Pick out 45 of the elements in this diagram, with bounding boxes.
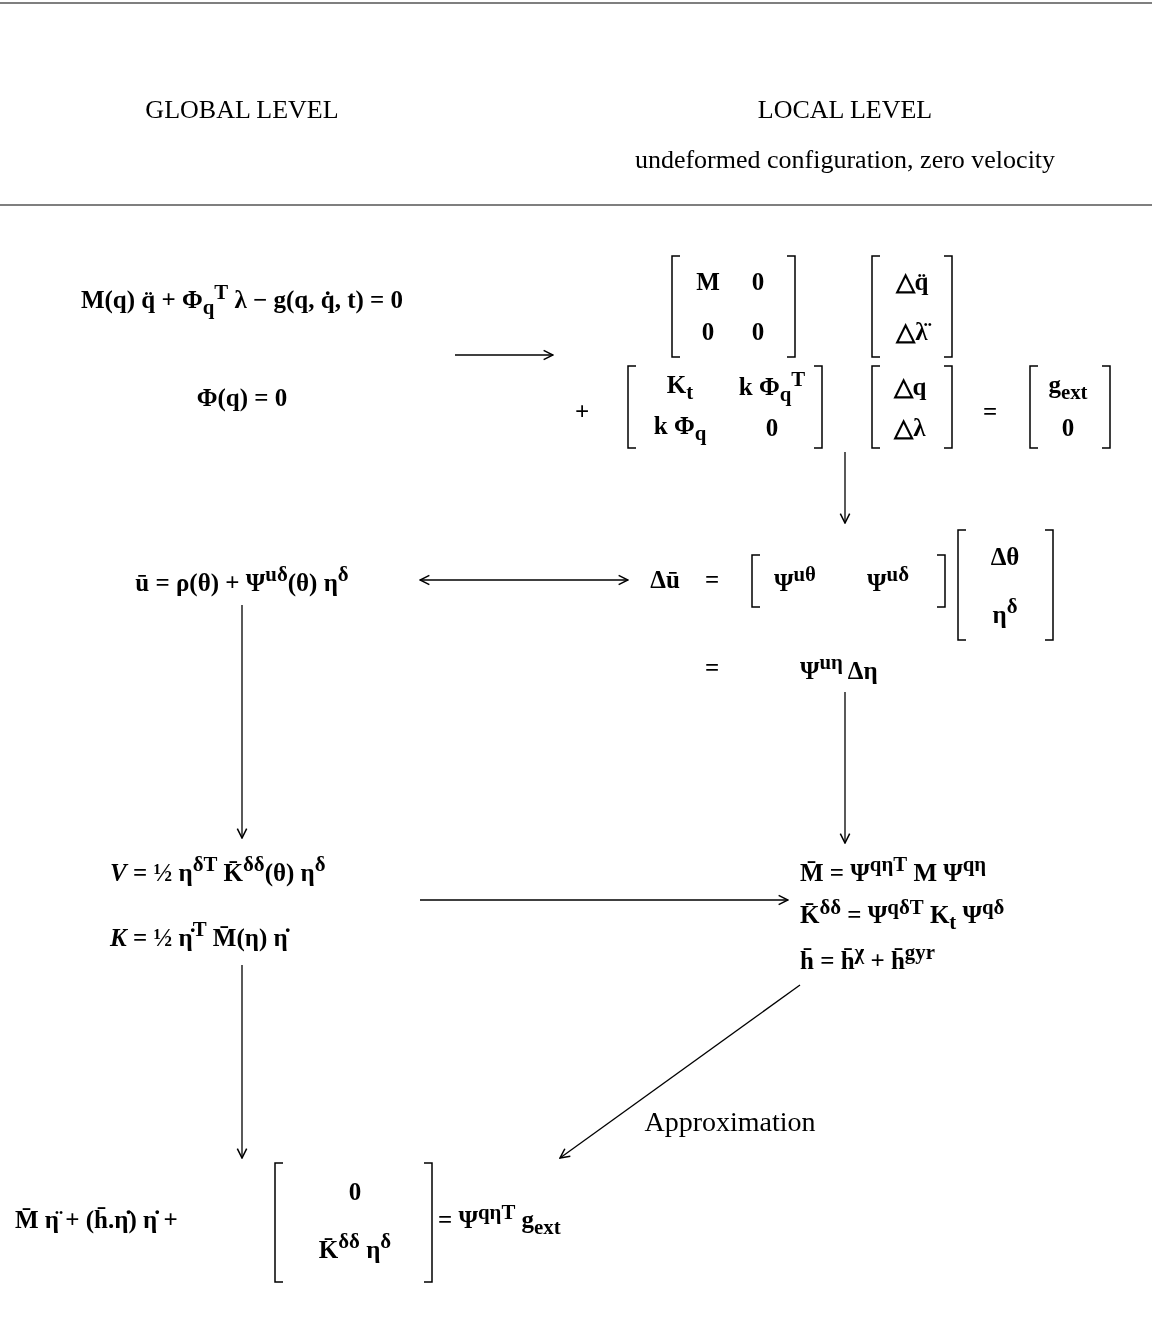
math-expression: h̄ = h̄$^{χ}$ + h̄$^{gyr}$ — [800, 940, 935, 976]
matrix-term: △q — [893, 372, 927, 402]
matrix-term: 0 — [1061, 413, 1075, 443]
arrow — [419, 574, 629, 586]
matrix-term: 0 — [751, 267, 765, 297]
matrix-term: △q̈ — [895, 267, 929, 297]
matrix-term: 0 — [348, 1177, 362, 1207]
matrix-term: K̄$^{δδ}$ η$^{δ}$ — [318, 1229, 392, 1265]
matrix-term: = — [982, 397, 998, 427]
matrix-term: η$^{δ}$ — [992, 594, 1018, 630]
arrow — [839, 451, 851, 524]
math-expression: K̄$^{δδ}$ = Ψ$^{qδT}$ K$_{t}$ Ψ$^{qδ}$ — [800, 894, 1005, 936]
matrix-term: △λ — [894, 413, 926, 443]
arrow — [236, 604, 248, 839]
matrix-term: 0 — [751, 317, 765, 347]
column-subheading: undeformed configuration, zero velocity — [634, 145, 1056, 175]
matrix-term: Ψ$^{uη}$ Δη — [800, 650, 878, 686]
matrix-term: = — [704, 565, 720, 595]
matrix-term: + — [574, 397, 590, 427]
column-heading: GLOBAL LEVEL — [145, 95, 339, 125]
matrix-term: k Φ$_{q}$ — [653, 410, 707, 446]
math-expression: Φ(q) = 0 — [196, 383, 288, 413]
matrix-term: 0 — [701, 317, 715, 347]
matrix-term: = — [704, 653, 720, 683]
column-heading: LOCAL LEVEL — [757, 95, 933, 125]
matrix-term: M̄ η̈ + (h̄.η̇) η̇ + — [15, 1205, 178, 1235]
arrow — [559, 984, 801, 1159]
matrix-term: Ψ$^{uδ}$ — [867, 562, 909, 598]
matrix-term: Δū — [650, 565, 680, 595]
matrix-term: M — [696, 267, 720, 297]
matrix-term: Ψ$^{uθ}$ — [774, 562, 816, 598]
math-expression: M̄ = Ψ$^{qηT}$ M Ψ$^{qη}$ — [800, 852, 987, 888]
arrow — [236, 964, 248, 1159]
arrow — [839, 691, 851, 844]
matrix-term: = Ψ$^{qηT}$ g$_{ext}$ — [438, 1199, 561, 1241]
matrix-term: K$_{t}$ — [666, 369, 694, 405]
math-expression: V = ½ η$^{δT}$ K̄$^{δδ}$(θ) η$^{δ}$ — [110, 852, 326, 888]
arrow — [454, 349, 554, 361]
math-expression: M(q) q̈ + Φ$_{q}$$^{T}$ λ − g(q, q̇, t) = 0 — [80, 279, 404, 321]
math-expression: K = ½ η̇$^{T}$ M̄(η) η̇ — [110, 917, 288, 953]
arrow — [419, 894, 789, 906]
math-expression: ū = ρ(θ) + Ψ$^{uδ}$(θ) η$^{δ}$ — [135, 562, 349, 598]
matrix-term: Δθ — [990, 542, 1020, 572]
matrix-term: g$_{ext}$ — [1048, 369, 1088, 405]
matrix-term: 0 — [765, 413, 779, 443]
